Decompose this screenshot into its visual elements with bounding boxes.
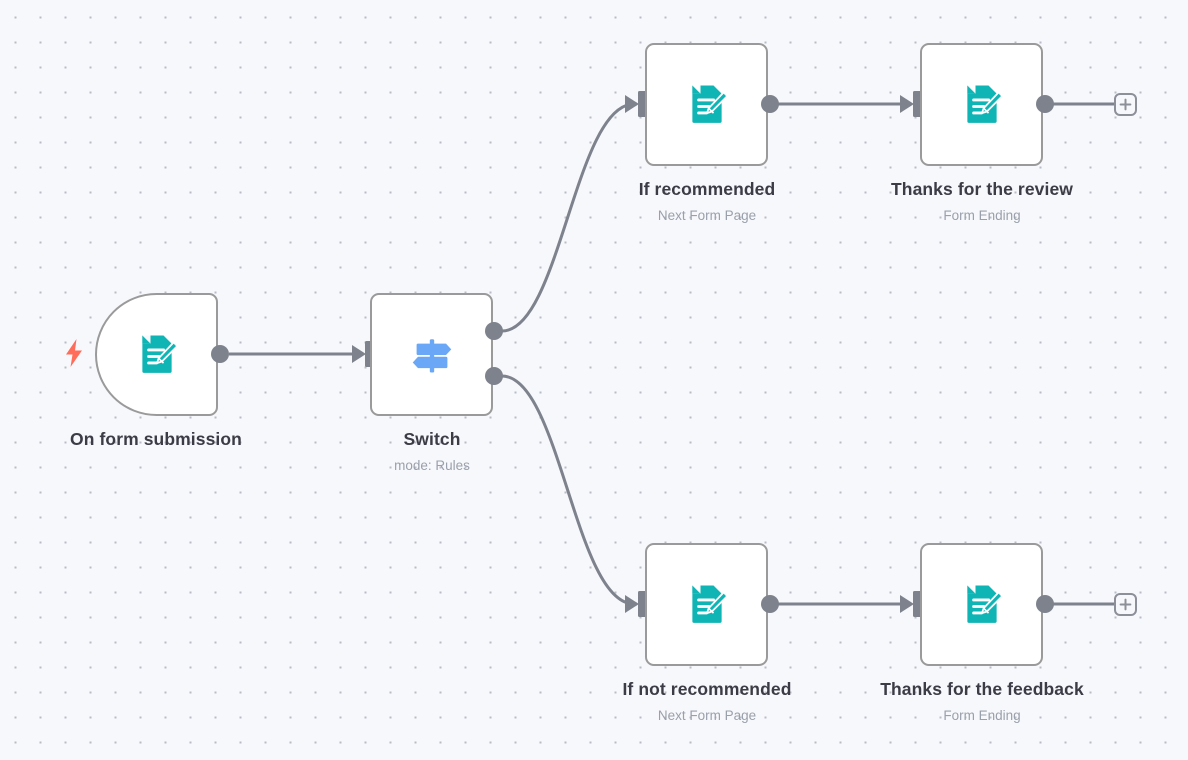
node-sublabel-switch: mode: Rules — [394, 458, 470, 473]
form-document-pencil-icon — [691, 585, 728, 623]
input-arrow-thanks-feedback — [900, 591, 922, 617]
node-sublabel-thanks-for-the-review: Form Ending — [943, 208, 1021, 223]
output-dot-switch-1[interactable] — [485, 367, 503, 385]
node-label-if-not-recommended: If not recommended — [622, 679, 792, 699]
output-dot-if-not-recommended[interactable] — [761, 595, 779, 613]
node-on-form-submission[interactable] — [95, 293, 218, 416]
node-label-on-form-submission: On form submission — [70, 429, 242, 449]
node-if-not-recommended[interactable] — [645, 543, 768, 666]
node-switch[interactable] — [370, 293, 493, 416]
form-document-pencil-icon — [966, 585, 1003, 623]
node-label-switch: Switch — [403, 429, 461, 449]
input-arrow-thanks-review — [900, 91, 922, 117]
output-dot-on-form-submission[interactable] — [211, 345, 229, 363]
plus-icon — [1119, 98, 1132, 111]
node-thanks-for-the-feedback[interactable] — [920, 543, 1043, 666]
node-if-recommended[interactable] — [645, 43, 768, 166]
input-arrow-if-not-recommended — [625, 591, 647, 617]
node-thanks-for-the-review[interactable] — [920, 43, 1043, 166]
signpost-icon — [412, 338, 451, 372]
output-dot-if-recommended[interactable] — [761, 95, 779, 113]
form-document-pencil-icon — [691, 85, 728, 123]
output-dot-thanks-for-the-review[interactable] — [1036, 95, 1054, 113]
form-document-pencil-icon — [966, 85, 1003, 123]
node-label-thanks-for-the-feedback: Thanks for the feedback — [880, 679, 1084, 699]
form-document-pencil-icon — [141, 335, 178, 373]
output-dot-thanks-for-the-feedback[interactable] — [1036, 595, 1054, 613]
edge-switch-to-if-not-recommended — [501, 374, 635, 606]
lightning-bolt-icon — [66, 339, 82, 367]
node-sublabel-if-not-recommended: Next Form Page — [657, 708, 757, 723]
input-arrow-if-recommended — [625, 91, 647, 117]
output-dot-switch-0[interactable] — [485, 322, 503, 340]
node-label-thanks-for-the-review: Thanks for the review — [890, 179, 1073, 199]
add-node-button-top[interactable] — [1114, 93, 1137, 116]
plus-icon — [1119, 598, 1132, 611]
node-sublabel-if-recommended: Next Form Page — [657, 208, 757, 223]
node-label-if-recommended: If recommended — [638, 179, 776, 199]
node-sublabel-thanks-for-the-feedback: Form Ending — [943, 708, 1021, 723]
add-node-button-bottom[interactable] — [1114, 593, 1137, 616]
